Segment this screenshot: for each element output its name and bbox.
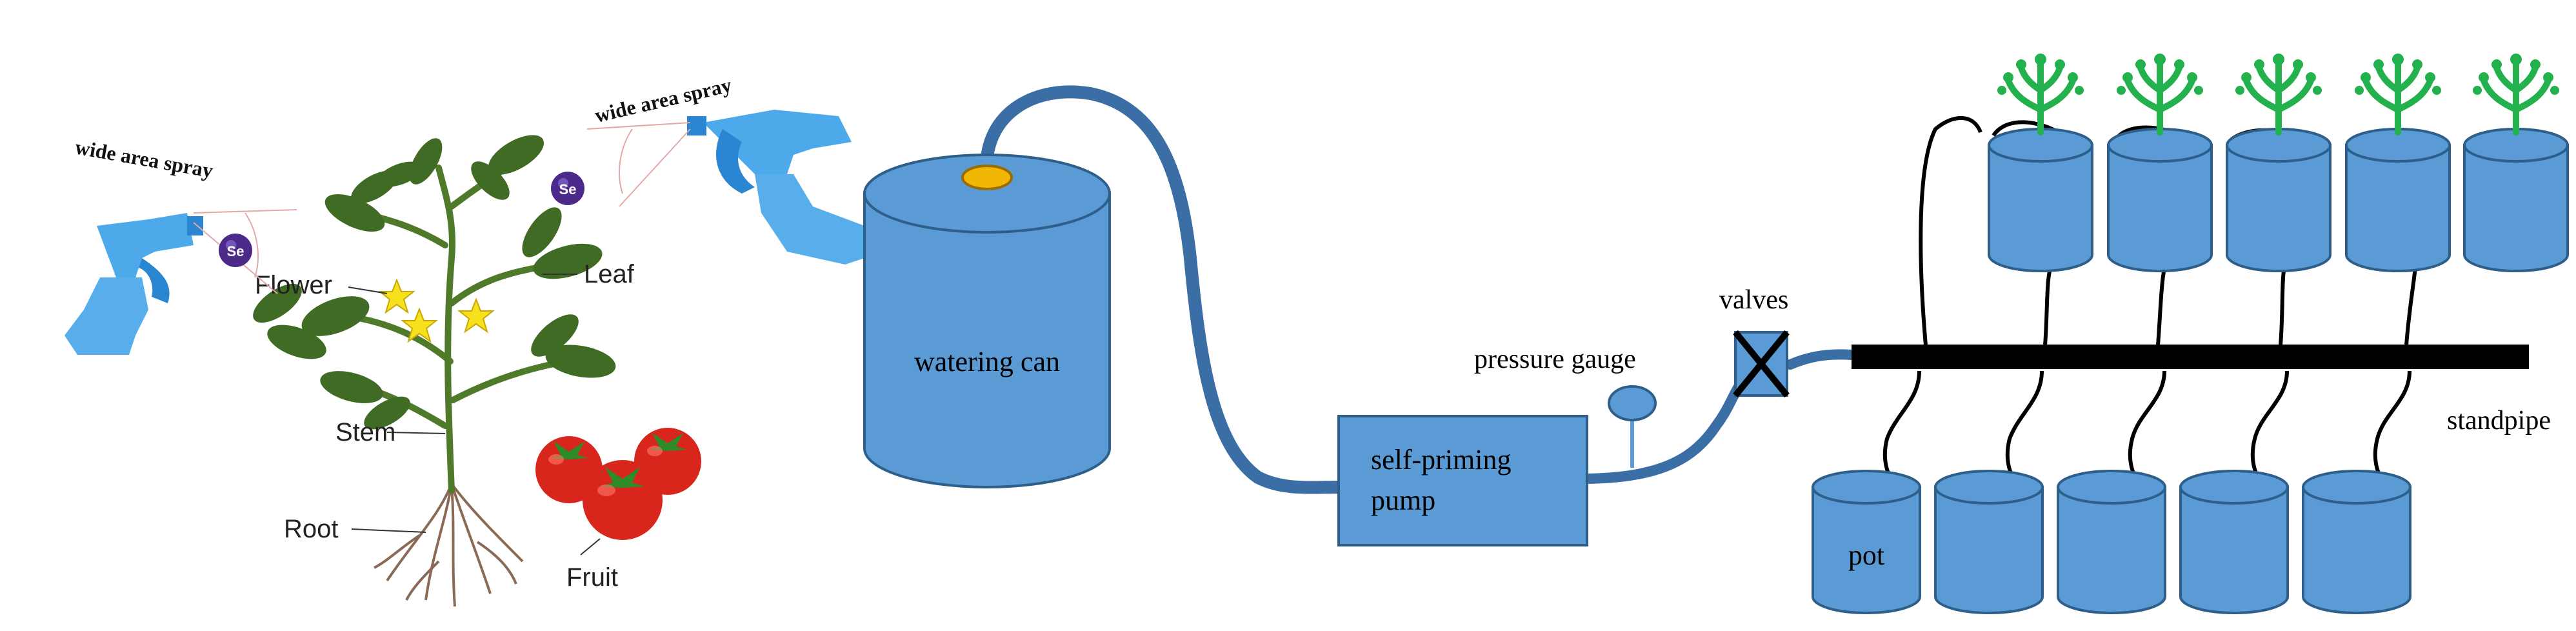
plant-label-leaders xyxy=(348,274,601,556)
supply-hose xyxy=(980,85,1348,494)
leaf-icon xyxy=(522,207,562,257)
svg-text:Se: Se xyxy=(227,243,245,259)
valve-outlet-hose xyxy=(1785,349,1857,370)
spray-bottle-icon xyxy=(687,110,884,265)
lower-pot-2 xyxy=(1934,470,2044,614)
inlet-cap xyxy=(961,165,1013,190)
flower-icon xyxy=(401,307,438,343)
standpipe-label: standpipe xyxy=(2447,406,2551,436)
root-label: Root xyxy=(284,515,339,543)
leaf-icon xyxy=(531,314,579,357)
spray-label-left: wide area spray xyxy=(74,135,215,182)
spray-bottle-icon xyxy=(65,213,203,355)
leaf-icon xyxy=(533,243,603,279)
tomato-icon xyxy=(583,460,663,540)
upper-pot-3 xyxy=(2226,54,2331,272)
upper-pot-5 xyxy=(2463,54,2569,272)
leaf-label: Leaf xyxy=(584,260,635,288)
flower-label: Flower xyxy=(255,271,332,299)
pump-outlet-hose xyxy=(1582,366,1760,484)
root-system xyxy=(374,483,524,607)
upper-pot-1 xyxy=(1988,54,2093,272)
standpipe xyxy=(1852,345,2529,369)
plant-illustration: Flower Leaf Stem Root Fruit Se wide area… xyxy=(65,73,884,607)
leaf-icon xyxy=(364,396,410,430)
spray-arc-right xyxy=(586,122,691,207)
sprout-icon xyxy=(1997,54,2084,135)
fruit-label: Fruit xyxy=(566,563,618,592)
pressure-gauge: pressure gauge xyxy=(1474,345,1657,468)
upper-pot-row xyxy=(1988,54,2569,272)
leaf-icon xyxy=(320,371,383,403)
pot-label: pot xyxy=(1848,539,1884,571)
sprout-icon xyxy=(2473,54,2559,135)
watering-can: watering can xyxy=(863,154,1111,488)
leaf-icon xyxy=(488,135,544,175)
svg-text:Se: Se xyxy=(559,181,577,197)
lower-pot-5 xyxy=(2302,470,2411,614)
lower-pot-1: pot xyxy=(1812,470,1921,614)
flower-icon xyxy=(378,278,415,314)
pump-label-line2: pump xyxy=(1371,485,1435,516)
sprout-icon xyxy=(2117,54,2203,135)
irrigation-system: watering can self-priming pump pressure … xyxy=(863,54,2569,614)
leaf-icon xyxy=(545,345,616,378)
self-priming-pump: self-priming pump xyxy=(1337,415,1588,546)
upper-pot-2 xyxy=(2107,54,2213,272)
drip-lines xyxy=(1882,116,2424,479)
lower-pot-3 xyxy=(2057,470,2166,614)
leaf-icon xyxy=(377,161,423,187)
upper-pot-4 xyxy=(2345,54,2451,272)
selenium-badge-icon: Se xyxy=(551,172,584,205)
leaf-icon xyxy=(267,325,326,359)
lower-pot-4 xyxy=(2179,470,2289,614)
pump-label-line1: self-priming xyxy=(1371,444,1512,476)
valves-label: valves xyxy=(1719,285,1788,315)
selenium-badge-icon: Se xyxy=(219,234,252,267)
flowers xyxy=(378,278,495,343)
flower-icon xyxy=(457,297,495,334)
sprout-icon xyxy=(2355,54,2441,135)
leaf-icon xyxy=(301,296,370,336)
pressure-gauge-label: pressure gauge xyxy=(1474,345,1636,374)
watering-can-label: watering can xyxy=(914,346,1060,377)
sprout-icon xyxy=(2235,54,2322,135)
fruit-tomatoes xyxy=(535,428,701,540)
leaf-icon xyxy=(324,194,385,232)
spray-label-right: wide area spray xyxy=(592,73,734,127)
stem-label: Stem xyxy=(335,418,395,446)
leaf-icon xyxy=(253,283,302,323)
leaf-icon xyxy=(471,161,510,200)
leaves xyxy=(253,135,616,430)
lower-pot-row: pot xyxy=(1812,470,2411,614)
valve: valves xyxy=(1719,285,1790,398)
